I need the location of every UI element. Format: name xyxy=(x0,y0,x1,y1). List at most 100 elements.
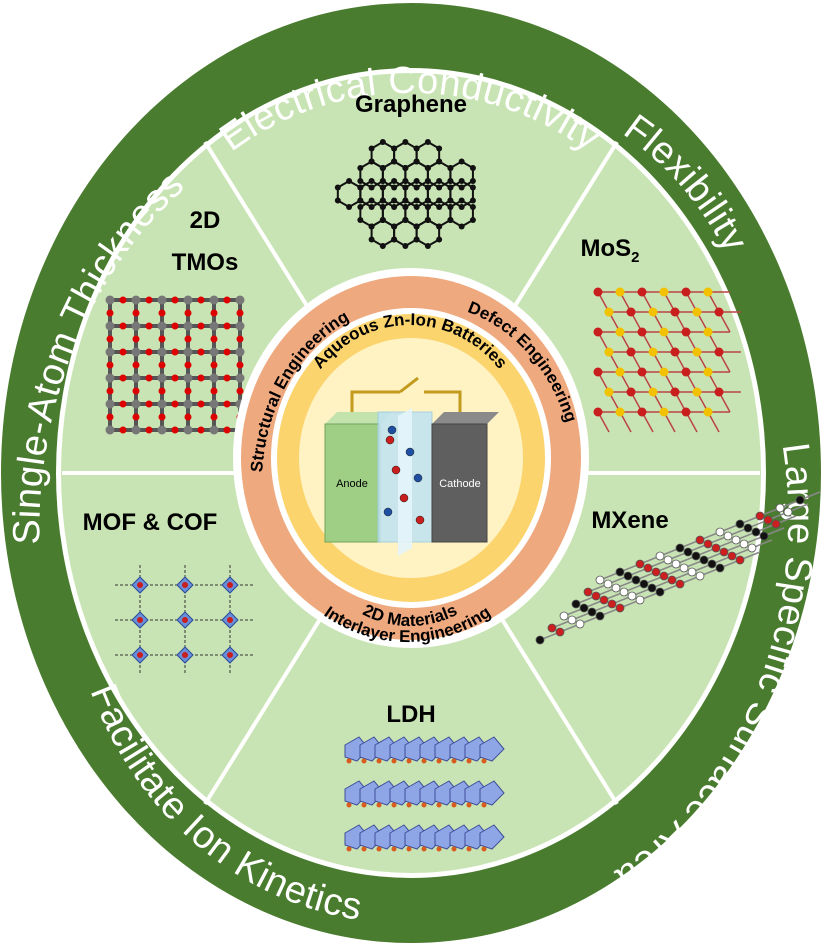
ldh-interlayer-ion xyxy=(406,758,412,764)
mos2-atom xyxy=(637,407,647,417)
carbon-atom xyxy=(469,197,476,204)
oxygen-atom xyxy=(197,374,205,382)
oxygen-atom xyxy=(171,374,179,382)
mxene-atom xyxy=(587,607,597,617)
oxygen-atom xyxy=(223,400,231,408)
metal-atom xyxy=(105,321,115,331)
metal-atom xyxy=(157,373,167,383)
mof-node-center xyxy=(227,617,233,623)
carbon-atom xyxy=(436,178,443,184)
ldh-interlayer-ion xyxy=(391,846,397,852)
carbon-atom xyxy=(379,197,386,204)
carbon-atom xyxy=(458,223,465,230)
mxene-atom xyxy=(715,563,725,573)
mos2-atom xyxy=(637,367,647,377)
mxene-atom xyxy=(647,583,657,593)
carbon-atom xyxy=(391,204,398,210)
carbon-atom xyxy=(413,158,420,165)
ldh-interlayer-ion xyxy=(361,758,367,764)
carbon-atom xyxy=(424,184,431,191)
oxygen-atom xyxy=(158,309,166,317)
ldh-interlayer-ion xyxy=(361,846,367,852)
mxene-atom xyxy=(775,503,785,513)
carbon-atom xyxy=(379,217,386,223)
oxygen-atom xyxy=(184,309,192,317)
mxene-atom xyxy=(671,559,681,569)
mos2-atom xyxy=(648,387,658,397)
mos2-atom xyxy=(626,307,636,317)
oxygen-atom xyxy=(119,322,127,330)
mos2-atom xyxy=(593,367,603,377)
cathode-top xyxy=(432,412,499,424)
carbon-atom xyxy=(346,204,353,210)
metal-atom xyxy=(131,347,141,357)
mxene-atom xyxy=(651,567,661,577)
mxene-atom xyxy=(631,575,641,585)
metal-atom xyxy=(131,425,141,435)
carbon-atom xyxy=(357,165,364,171)
mxene-atom xyxy=(675,579,685,589)
mos2-atom xyxy=(615,287,625,297)
oxygen-atom xyxy=(197,348,205,356)
oxygen-atom xyxy=(236,387,244,395)
carbon-atom xyxy=(391,197,398,204)
metal-atom xyxy=(209,373,219,383)
carbon-atom xyxy=(402,139,409,145)
mxene-atom xyxy=(667,575,677,585)
battery-switch xyxy=(399,376,419,394)
mos2-atom xyxy=(604,347,614,357)
oxygen-atom xyxy=(158,387,166,395)
oxygen-atom xyxy=(106,387,114,395)
metal-atom xyxy=(209,295,219,305)
metal-atom xyxy=(183,321,193,331)
mxene-atom xyxy=(535,635,545,645)
carbon-atom xyxy=(469,165,476,171)
carbon-atom xyxy=(469,184,476,191)
metal-atom xyxy=(105,373,115,383)
mxene-atom xyxy=(643,563,653,573)
mos2-atom xyxy=(692,347,702,357)
metal-atom xyxy=(131,399,141,409)
mos2-atom xyxy=(615,327,625,337)
anode-top xyxy=(325,412,392,424)
metal-atom xyxy=(209,321,219,331)
ldh-interlayer-ion xyxy=(436,846,442,852)
carbon-atom xyxy=(402,184,409,191)
metal-atom xyxy=(183,295,193,305)
carbon-atom xyxy=(402,178,409,184)
mos2-atom xyxy=(670,387,680,397)
metal-atom xyxy=(105,295,115,305)
mxene-atom xyxy=(655,587,665,597)
carbon-atom xyxy=(447,178,454,184)
mxene-atom xyxy=(575,619,585,629)
mos2-atom xyxy=(593,407,603,417)
mos2-atom xyxy=(659,367,669,377)
carbon-atom xyxy=(368,178,375,184)
oxygen-atom xyxy=(171,426,179,434)
ldh-interlayer-ion xyxy=(406,846,412,852)
oxygen-atom xyxy=(132,309,140,317)
oxygen-atom xyxy=(197,322,205,330)
oxygen-atom xyxy=(158,361,166,369)
mxene-atom xyxy=(687,567,697,577)
mxene-atom xyxy=(619,587,629,597)
carbon-atom xyxy=(346,178,353,184)
mxene-atom xyxy=(595,611,605,621)
carbon-atom xyxy=(413,223,420,230)
mxene-atom xyxy=(707,559,717,569)
ldh-octahedron xyxy=(479,780,505,806)
metal-atom xyxy=(183,425,193,435)
ldh-interlayer-ion xyxy=(361,802,367,808)
ldh-interlayer-ion xyxy=(346,758,352,764)
carbon-atom xyxy=(413,197,420,204)
carbon-atom xyxy=(391,223,398,230)
mxene-atom xyxy=(583,587,593,597)
ldh-layers-illustration xyxy=(344,736,505,852)
mos2-atom xyxy=(670,307,680,317)
oxygen-atom xyxy=(106,335,114,343)
oxygen-atom xyxy=(236,309,244,317)
mof-cof-framework-illustration xyxy=(115,565,255,675)
mxene-atom xyxy=(719,547,729,557)
carbon-atom xyxy=(447,165,454,171)
ldh-interlayer-ion xyxy=(451,802,457,808)
